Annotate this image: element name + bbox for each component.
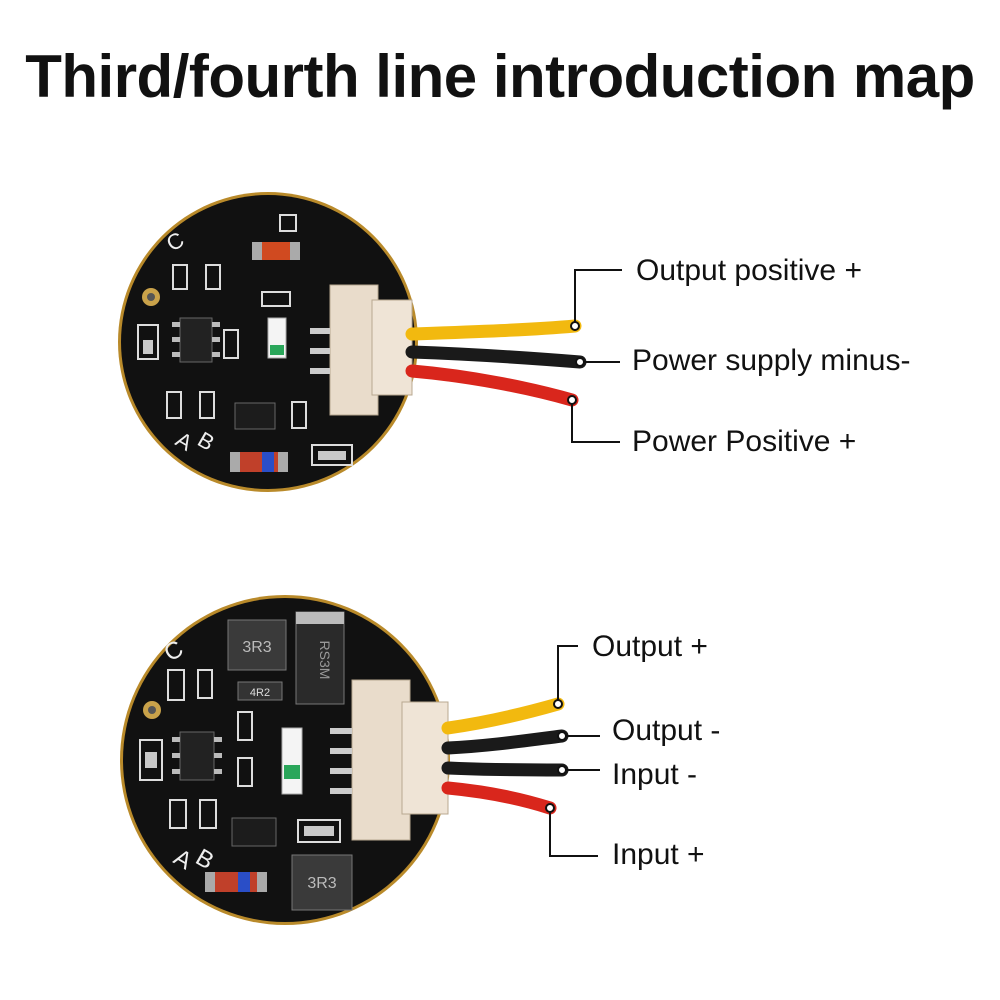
transistor (231, 817, 277, 847)
wire-yellow (441, 697, 565, 735)
smd-outlines (137, 264, 353, 466)
inductor-bottom (291, 854, 353, 911)
connector-housing (329, 284, 379, 416)
page-title: Third/fourth line introduction map (25, 43, 975, 110)
label-input-plus: Input + (612, 838, 705, 871)
board-2-leaders (549, 645, 600, 857)
resistor-label: 4R2 (250, 687, 270, 699)
ic-chip (179, 731, 215, 781)
label-output-plus: Output + (592, 630, 708, 663)
label-output-minus: Output - (612, 714, 721, 747)
label-output-positive: Output positive + (636, 254, 862, 287)
transistor (234, 402, 276, 430)
wire-red (405, 364, 579, 407)
wire-black (441, 729, 569, 755)
board-1: C A B (118, 192, 418, 492)
wire-black (441, 761, 569, 777)
diode-rs3m (295, 611, 345, 705)
board-1-leaders (571, 269, 622, 443)
led-component (281, 727, 303, 795)
wire-red (441, 781, 557, 815)
inductor-bottom-label: 3R3 (307, 875, 336, 892)
inductor-top-label: 3R3 (242, 639, 271, 656)
diode-component (205, 872, 267, 892)
inductor-top (227, 619, 287, 671)
label-power-positive: Power Positive + (632, 425, 857, 458)
wire-yellow (405, 319, 582, 341)
label-power-supply-minus: Power supply minus- (632, 344, 911, 377)
ic-chip (179, 317, 213, 363)
wire-black (405, 345, 587, 369)
label-input-minus: Input - (612, 758, 698, 791)
board-1-wires (405, 319, 587, 407)
diode-label: RS3M (317, 641, 333, 680)
board-2-wires (441, 697, 569, 815)
diode-component (252, 242, 300, 260)
board-2: 3R3 RS3M 4R2 (120, 595, 450, 925)
resistor (237, 681, 283, 701)
connector-housing (351, 679, 411, 841)
